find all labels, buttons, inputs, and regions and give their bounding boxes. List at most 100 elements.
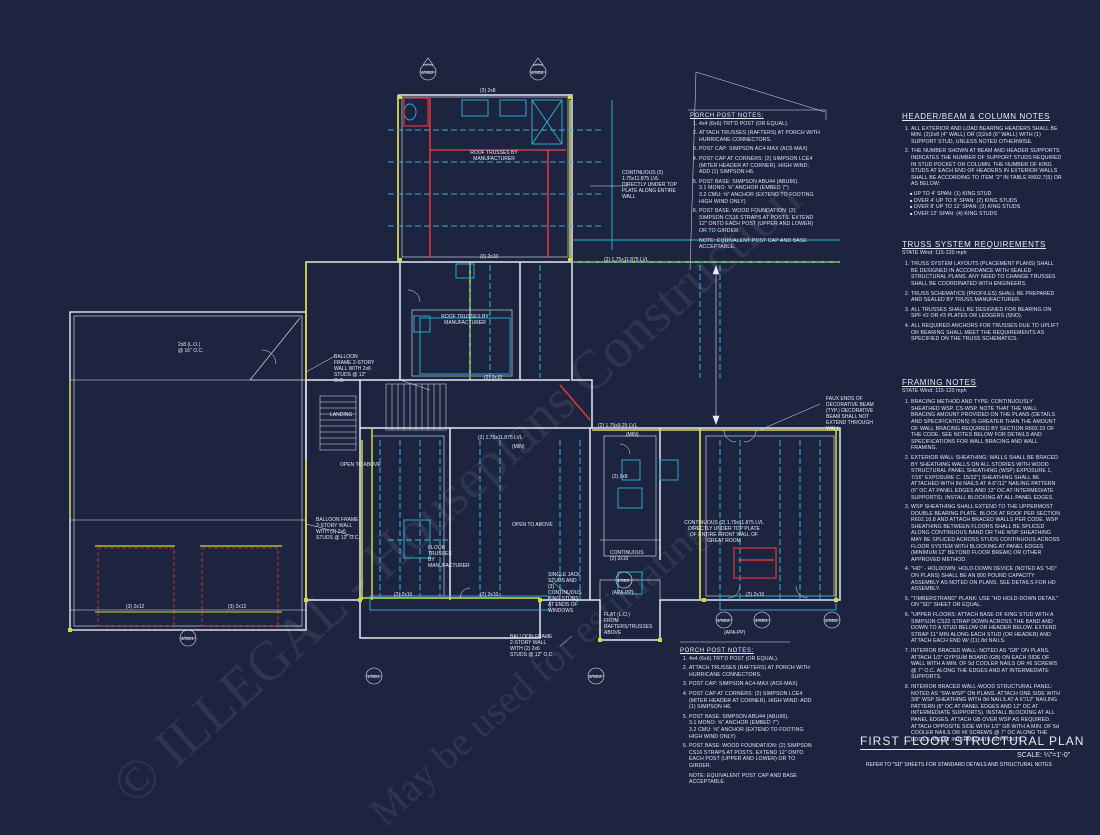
- leaders: [305, 71, 826, 647]
- porch-bottom-item-5-text: POST BASE: SIMPSON ABU44 (ABU66).: [689, 713, 789, 720]
- porch-bottom-item-5: POST BASE: SIMPSON ABU44 (ABU66). 3.1 MO…: [689, 714, 816, 740]
- porch-top-item-5: POST BASE: SIMPSON ABU44 (ABU66). 3.1 MO…: [699, 179, 820, 205]
- sheet-scale: SCALE: ¼"=1'-0": [1017, 752, 1071, 759]
- king-stud-item-2: OVER 4' UP TO 8' SPAN: (2) KING STUDS: [910, 198, 1062, 205]
- roof-truss-lines: [379, 129, 840, 600]
- truss-item-2: TRUSS SCHEMATICS (PROFILES) SHALL BE PRE…: [911, 291, 1062, 304]
- garage-door-tracks: [97, 547, 279, 627]
- label-min-2: (MIN): [512, 444, 525, 450]
- section-tag-2: 4/SD2: [531, 70, 544, 75]
- porch-bottom-note: NOTE: EQUIVALENT POST CAP AND BASE ACCEP…: [689, 772, 797, 786]
- label-header-2x10a: (3) 2x10: [480, 254, 499, 260]
- section-tag-6: 4/SD2: [617, 578, 630, 583]
- header-beam-item-1: ALL EXTERIOR AND LOAD BEARING HEADERS SH…: [911, 126, 1062, 146]
- truss-heading: TRUSS SYSTEM REQUIREMENTS: [902, 240, 1046, 249]
- truss-item-1: TRUSS SYSTEM LAYOUTS (PLACEMENT PLANS) S…: [911, 261, 1062, 287]
- label-roof-trusses-mid: ROOF TRUSSES BY MANUFACTURER: [441, 314, 489, 326]
- porch-top-item-1: 4x4 (6x6) TRT'D POST (OR EQUAL).: [699, 121, 820, 128]
- section-tag-5: 3/SD2: [589, 674, 602, 679]
- red-bearing-walls: [429, 98, 774, 561]
- sheet-title: FIRST FLOOR STRUCTURAL PLAN: [860, 734, 1085, 748]
- label-header-2x10c: (2) 2x10: [394, 592, 413, 598]
- king-stud-item-3: OVER 8' UP TO 12' SPAN: (3) KING STUDS: [910, 204, 1062, 211]
- truss-system-notes: TRUSS SYSTEM REQUIREMENTS STATE Wind: 11…: [902, 240, 1062, 346]
- porch-top-item-5-1: MONO: ⅝" ANCHOR (EMBED 7"): [708, 185, 789, 192]
- label-continuous-top: CONTINUOUS (2) 1.75x11.875 LVL DIRECTLY …: [622, 170, 677, 200]
- door-swings: [261, 289, 809, 599]
- label-floor-trusses: FLOOR TRUSSES BY MANUFACTURER: [428, 545, 470, 569]
- label-lvl-mid2: (2) 1.75x11.875 LVL: [478, 435, 523, 441]
- king-stud-item-1: UP TO 4' SPAN: (1) KING STUD: [910, 191, 1062, 198]
- label-header-2x12a: (3) 2x12: [126, 604, 145, 610]
- king-stud-list: UP TO 4' SPAN: (1) KING STUD OVER 4' UP …: [910, 191, 1062, 217]
- section-tag-3: 4/SD1: [181, 636, 194, 641]
- framing-item-8: INTERIOR BRACED WALL-WOOD STRUCTURAL PAN…: [911, 684, 1062, 743]
- label-open-above-2: OPEN TO ABOVE: [512, 522, 553, 528]
- king-stud-item-4: OVER 12' SPAN: (4) KING STUDS: [910, 211, 1062, 218]
- label-header-2x10b: (2) 2x10: [484, 375, 503, 381]
- porch-post-notes-bottom: PORCH POST NOTES: 4x4 (6x6) TRT'D POST (…: [680, 648, 816, 786]
- porch-bottom-item-5-1: MONO: ⅝" ANCHOR (EMBED 7"): [698, 720, 779, 727]
- label-continuous-small: CONTINUOUS (2) 2x10: [610, 550, 644, 562]
- label-balloon-frame-3: BALLOON FRAME 2-STORY WALL WITH (2) 2x6 …: [510, 634, 554, 658]
- framing-item-1: BRACING METHOD AND TYPE: CONTINUOUSLY SH…: [911, 399, 1062, 452]
- header-beam-notes: HEADER/BEAM & COLUMN NOTES ALL EXTERIOR …: [902, 112, 1062, 217]
- header-beam-item-2: THE NUMBER SHOWN AT BEAM AND HEADER SUPP…: [911, 148, 1062, 188]
- framing-item-7: INTERIOR BRACED WALL: NOTED AS "GB" ON P…: [911, 648, 1062, 681]
- label-continuous-mid: CONTINUOUS (2) 1.75x11.875 LVL DIRECTLY …: [684, 520, 764, 544]
- label-header-2x12b: (3) 2x12: [228, 604, 247, 610]
- section-tag-4: 1/SD1: [367, 674, 380, 679]
- header-beam-heading: HEADER/BEAM & COLUMN NOTES: [902, 112, 1051, 121]
- porch-bottom-item-3: POST CAP: SIMPSON AC4-MAX (AC6-MAX): [689, 681, 816, 688]
- section-tag-1: 4/SD2: [421, 70, 434, 75]
- label-header-2x10e: (2) 2x10: [746, 592, 765, 598]
- label-roof-trusses-top: ROOF TRUSSES BY MANUFACTURER: [470, 150, 518, 162]
- label-girder: 2x8 (L.O.) @ 16" O.C.: [178, 342, 204, 354]
- sheet-refer-note: REFER TO "SD" SHEETS FOR STANDARD DETAIL…: [866, 762, 1052, 768]
- section-tags: [179, 57, 841, 685]
- lvl-arrows: [712, 265, 720, 425]
- porch-posts: [68, 95, 838, 642]
- label-flat-roof: FLAT (L.O.) FROM RAFTERS/TRUSSES ABOVE: [604, 612, 653, 636]
- section-tag-8: 4/SD2: [755, 618, 768, 623]
- label-apa-1: (APA-PP): [612, 590, 634, 596]
- stairs: [319, 383, 447, 451]
- porch-top-item-2: ATTACH TRUSSES (RAFTERS) AT PORCH WITH H…: [699, 130, 820, 143]
- label-open-above-1: OPEN TO ABOVE: [340, 462, 381, 468]
- truss-item-3: ALL TRUSSES SHALL BE DESIGNED FOR BEARIN…: [911, 307, 1062, 320]
- label-header-2x8: (3) 2x8: [480, 88, 496, 94]
- porch-notes-top-heading: PORCH POST NOTES:: [690, 113, 764, 119]
- porch-top-item-5-text: POST BASE: SIMPSON ABU44 (ABU66).: [699, 178, 799, 185]
- porch-bottom-item-5-2: CMU: ⅝" ANCHOR (EXTEND TO FOOTING HIGH W…: [689, 726, 804, 740]
- framing-sub: STATE Wind: 115-120 mph: [902, 387, 967, 394]
- framing-item-5: "TIMBERSTRAND" PLANK: USE "HD HOLD-DOWN …: [911, 596, 1062, 609]
- label-header-2x8b: (2) 2x8: [612, 474, 628, 480]
- label-lvl-top: (2) 1.75x11.875 LVL: [604, 257, 649, 263]
- framing-item-3: WSP SHEATHING SHALL EXTEND TO THE UPPERM…: [911, 504, 1062, 563]
- red-fixture-boxes: [403, 97, 777, 579]
- garage-doors: [69, 380, 282, 547]
- label-balloon-frame-1: BALLOON FRAME 2-STORY WALL WITH 2x6 STUD…: [334, 354, 375, 384]
- label-apa-2: (APA-PP): [724, 630, 746, 636]
- framing-heading: FRAMING NOTES: [902, 378, 977, 387]
- framing-item-2: EXTERIOR WALL SHEATHING: WALLS SHALL BE …: [911, 455, 1062, 501]
- label-header-2x10d: (2) 2x10: [480, 592, 499, 598]
- label-landing: LANDING: [330, 412, 353, 418]
- note-box-outlines: [680, 109, 827, 643]
- label-min-1: (MIN): [626, 432, 639, 438]
- porch-notes-bottom-heading: PORCH POST NOTES:: [680, 648, 754, 654]
- cyan-rectangles: [369, 100, 840, 611]
- framing-notes: FRAMING NOTES STATE Wind: 115-120 mph BR…: [902, 378, 1062, 746]
- section-tag-9: 4/SD2: [825, 618, 838, 623]
- truss-sub: STATE Wind: 115-120 mph: [902, 249, 967, 256]
- label-single-jack: SINGLE JACK STUDS AND (3) CONTINUOUS KIN…: [548, 572, 582, 614]
- porch-bottom-item-2: ATTACH TRUSSES (RAFTERS) AT PORCH WITH H…: [689, 665, 816, 678]
- beams: [305, 98, 840, 600]
- porch-top-item-3: POST CAP: SIMPSON AC4-MAX (AC6-MAX): [699, 146, 820, 153]
- garage-walls: [69, 311, 307, 631]
- porch-top-item-6: POST BASE: WOOD FOUNDATION: (2) SIMPSON …: [699, 208, 820, 234]
- porch-top-note: NOTE: EQUIVALENT POST CAP AND BASE ACCEP…: [699, 237, 807, 251]
- porch-bottom-item-4: POST CAP AT CORNERS: (2) SIMPSON LCE4 (M…: [689, 691, 816, 711]
- porch-post-notes-top: PORCH POST NOTES: 4x4 (6x6) TRT'D POST (…: [690, 113, 820, 251]
